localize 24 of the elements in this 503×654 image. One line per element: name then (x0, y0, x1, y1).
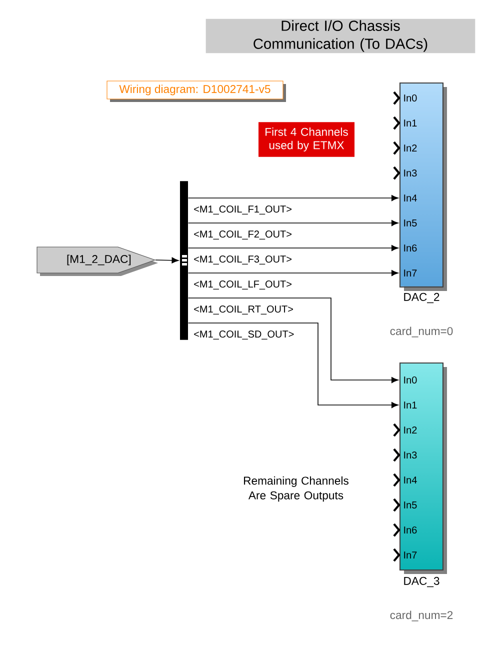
note-text: Remaining Channels Are Spare Outputs (244, 476, 348, 502)
signal-line (188, 322, 398, 408)
block-name: DAC_3 (404, 576, 440, 588)
signal-line (155, 257, 179, 264)
signal-line (188, 245, 398, 251)
signal-label: <M1_COIL_RT_OUT> (192, 304, 295, 316)
block-parameter: card_num=0 (390, 326, 453, 338)
signal-label: <M1_COIL_LF_OUT> (192, 279, 294, 291)
note-box: Wiring diagram: D1002741-v5 (106, 80, 286, 102)
signal-label: <M1_COIL_SD_OUT> (192, 329, 296, 341)
note-box: First 4 Channels used by ETMX (258, 122, 354, 157)
signal-label: <M1_COIL_F2_OUT> (192, 229, 294, 241)
block-parameter: card_num=2 (390, 610, 453, 622)
signal-label: <M1_COIL_F1_OUT> (192, 204, 294, 216)
block-name: DAC_2 (404, 292, 440, 304)
goto-tag: [M1_2_DAC] (36, 246, 158, 276)
dac-block: In0 In1 In2 In3 In4 In5 In6 In7 (393, 362, 447, 574)
signal-line (188, 220, 398, 226)
dac-block: In0 In1 In2 In3 In4 In5 In6 In7 (393, 82, 447, 291)
signal-line (188, 298, 398, 383)
signal-line (188, 270, 398, 276)
signal-label: <M1_COIL_F3_OUT> (192, 254, 294, 266)
title-box: Direct I/O Chassis Communication (To DACs) (206, 18, 476, 54)
signal-line (188, 195, 398, 201)
